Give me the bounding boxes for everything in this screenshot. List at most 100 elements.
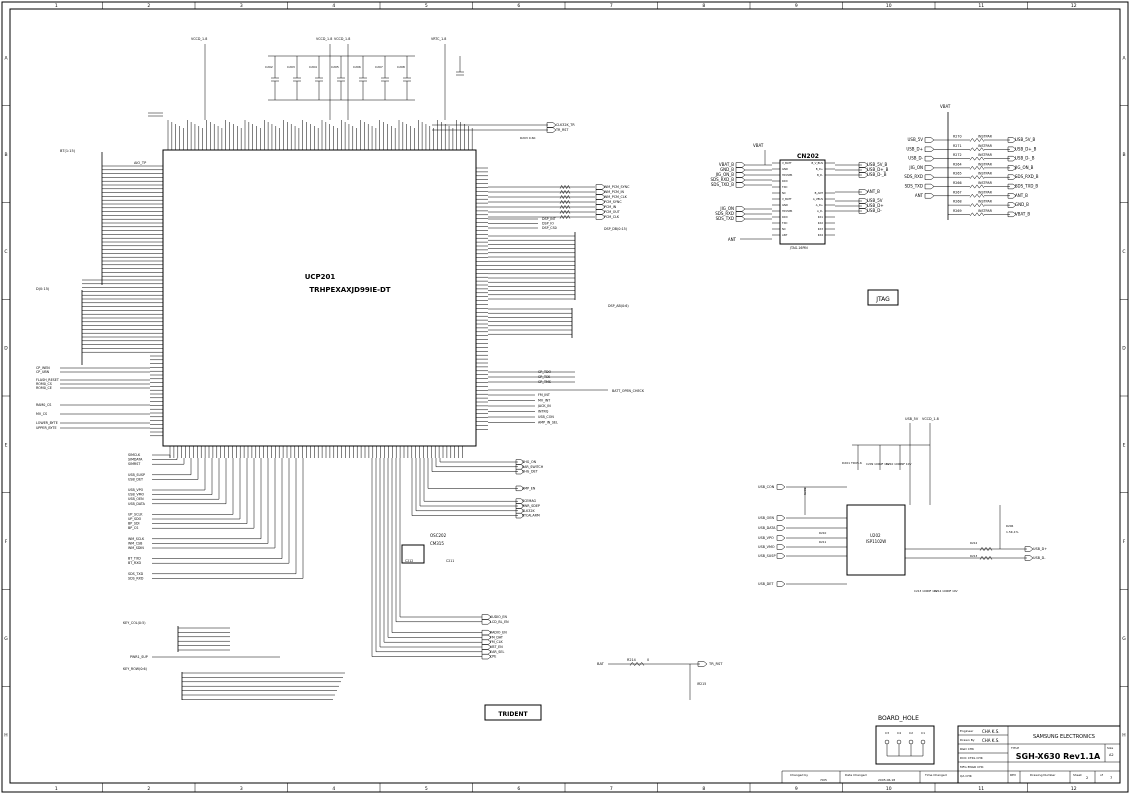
grid-col-top: 9 [795,3,798,9]
instpar-ref: R265 [953,172,962,176]
offpage-connector [481,619,492,625]
resistor-symbol [969,193,985,198]
grid-col-bottom: 1 [55,786,58,792]
instpar-ref: R272 [953,153,962,157]
instpar-ref: R264 [953,162,962,166]
cn202-pin-left: NC [782,191,786,195]
board-hole-title: BOARD_HOLE [878,715,919,722]
bottom-left-net-label: USB_DATA [128,502,146,506]
jtag-left-net2: JIG_ON [719,206,734,211]
jtag-net-label: CP_TCK [538,375,551,379]
resistor-symbol [969,212,985,217]
left-net-label: ROM0_CE [36,386,52,390]
bottom-left-net-label: USB_DET [128,477,144,481]
grid-col-top: 3 [240,3,243,9]
u202-ref: U202 [870,533,881,538]
right-net-label: WM_PCM_IN [604,190,625,194]
grid-col-bottom: 2 [147,786,150,792]
offpage-connector [515,503,525,509]
grid-row-left: D [4,346,8,352]
left-net-label: ROM0_CS [36,382,52,386]
bottom-right-net-label: CHG_ON [522,460,537,464]
cap-top-label: C205 [331,65,339,69]
cap-top-label: C203 [287,65,295,69]
jtag-left-net: JIG_ON_B [715,172,735,177]
usb-left-net: USB_DATA [758,526,776,530]
cn202-pin-right: B_V_BUS [812,161,824,165]
instpar-left-net: USB_D- [908,156,923,161]
cn202-pin-right: RX2 [818,221,824,225]
misc-net-label: FM_INT [538,393,551,397]
jtag-left-net: SDS_TXD_B [711,182,734,187]
jtag-right-net: USB_D-_B [867,172,887,177]
usb-r206-value: 1.5K,1% [1006,530,1019,534]
jtag-net-label: CP_TMS [538,380,551,384]
lower-right-net-label: EAR_SEL [490,650,504,654]
lower-right-net-label: RADIO_EN [490,631,507,635]
osc-cap-2: C211 [446,559,454,563]
instpar-ref: R269 [953,209,962,213]
tb-size: A2 [1109,753,1114,757]
offpage-connector [481,649,492,655]
grid-row-left: G [4,636,8,642]
u202-part: ISP1102W [866,539,886,544]
ucp201-left-pins [82,165,163,437]
tb-doc-ctrl: DOC CTRL CHK [960,756,984,760]
bottom-left-net-label: UP_SDO [128,517,142,521]
board-hole-box [875,725,935,765]
grid-row-right: A [1122,55,1126,61]
resistor-symbol [559,194,571,200]
resistor-symbol [559,204,571,210]
usb-right-net: USB_D+ [1033,547,1047,551]
instpar-vbat: VBAT [940,104,951,109]
instpar-left-net: SDS_RXD [904,174,923,179]
cn202-pin-right: B_ANT [815,191,824,195]
instpar-right-net: SDS_TXD_B [1015,184,1038,189]
grid-col-top: 12 [1071,3,1077,9]
grid-col-bottom: 8 [702,786,705,792]
tb-mfg: MFG ENGR CHK [960,765,984,769]
instpar-value: INSTPAR [978,144,993,148]
offpage-connector [481,634,492,641]
right-net-label: WM_PCM_SYNC [604,185,630,189]
cn202-pin-left: HP-PWR [782,209,793,213]
lower-right-net-label: FM_DAT [490,635,504,639]
misc-net-label: AMP_IN_SEL [538,421,558,425]
instpar-right-net: VBAT_B [1015,211,1030,216]
tb-drawn: CHA K.S. [982,738,1000,743]
offpage-connector [1024,546,1034,552]
bottom-right-net-label: AMP_EN [522,486,536,490]
dsp-net-label: DSP_CS0 [542,226,557,230]
resistor-symbol [969,137,985,143]
offpage-connector [1007,174,1017,180]
offpage-connector [515,508,525,514]
grid-col-bottom: 3 [240,786,243,792]
offpage-connector [924,155,935,162]
instpar-value: INSTPAR [978,200,993,204]
usb-resistor-label: R212 [970,541,978,545]
jtag-right-net: USB_D+ [867,203,884,208]
grid-row-left: H [4,733,7,739]
offpage-connector [858,208,869,214]
offpage-connector [735,172,746,178]
offpage-connector [1007,193,1017,199]
cap-top-label: C202 [265,65,273,69]
bottom-right-net-label: EAR_SWITCH [522,465,544,469]
instpar-value: INSTPAR [978,172,993,176]
offpage-connector [858,189,869,195]
grid-col-top: 10 [886,3,892,9]
offpage-connector [546,127,557,133]
tb-of-label: of [1100,773,1104,777]
ucp201-bottom-pins [169,446,463,458]
tb-changed-by: r505 [820,778,827,782]
lower-right-net-label: FM_CLK [490,640,504,644]
hole-symbol [920,739,926,745]
instpar-right-net: USB_5V_B [1015,137,1035,142]
cap-top-label: C207 [375,65,383,69]
bottom-left-net-label: SDS_TXD [128,572,144,576]
bottom-left-net-label: USB_VMO [128,493,145,497]
ucp201-ref: UCP201 [305,273,336,281]
cn202-pin-left: GND [782,203,788,207]
offpage-connector [515,464,525,470]
